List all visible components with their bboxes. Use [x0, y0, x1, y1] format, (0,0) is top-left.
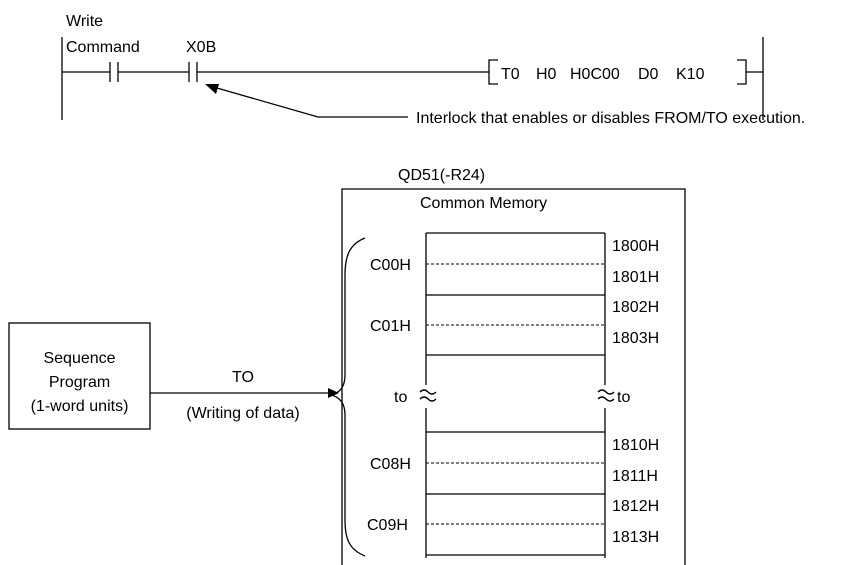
- buffer-address: C08H: [370, 456, 411, 473]
- instruction-operand: H0: [536, 66, 557, 83]
- interlock-annotation: Interlock that enables or disables FROM/…: [205, 84, 805, 127]
- module-address: 1800H: [612, 238, 659, 255]
- break-mark: [597, 396, 615, 402]
- instruction-operand: K10: [676, 66, 705, 83]
- arrowhead: [205, 84, 219, 94]
- writing-of-data-label: (Writing of data): [186, 405, 300, 422]
- instruction-operand: D0: [638, 66, 659, 83]
- ellipsis-right: to: [617, 389, 630, 406]
- qd51-module: QD51(-R24) Common Memory C00H: [330, 167, 686, 565]
- to-instruction: T0 H0 H0C00 D0 K10: [482, 59, 763, 85]
- buffer-address: C00H: [370, 257, 411, 274]
- break-mark: [419, 396, 437, 402]
- ladder-rung: Write Command X0B T0 H0 H0C00 D0 K10: [61, 13, 805, 127]
- module-address: 1811H: [612, 468, 658, 485]
- buffer-address: C09H: [367, 517, 408, 534]
- module-outline: [341, 188, 686, 565]
- module-address: 1813H: [612, 529, 659, 546]
- arrowhead: [328, 388, 339, 398]
- memory-table: [419, 232, 615, 558]
- sequence-program-line1: Sequence: [43, 350, 115, 367]
- to-transfer-arrow: TO (Writing of data): [150, 369, 339, 422]
- module-name: QD51(-R24): [398, 167, 485, 184]
- ellipsis-left: to: [394, 389, 407, 406]
- break-mark: [597, 389, 615, 395]
- common-memory-title: Common Memory: [420, 195, 547, 212]
- break-mark: [419, 389, 437, 395]
- x0b-contact: [188, 62, 198, 82]
- sequence-program-line2: Program: [49, 374, 110, 391]
- module-address: 1802H: [612, 299, 659, 316]
- write-command-label-line2: Command: [66, 39, 140, 56]
- interlock-note: Interlock that enables or disables FROM/…: [416, 110, 805, 127]
- module-address: 1812H: [612, 498, 659, 515]
- module-address: 1810H: [612, 437, 659, 454]
- write-command-contact: [109, 62, 119, 82]
- sequence-program-line3: (1-word units): [31, 398, 129, 415]
- x0b-label: X0B: [186, 39, 216, 56]
- instruction-operand: H0C00: [570, 66, 620, 83]
- to-label: TO: [232, 369, 254, 386]
- buffer-address: C01H: [370, 318, 411, 335]
- module-address: 1803H: [612, 330, 659, 347]
- write-command-label-line1: Write: [66, 13, 103, 30]
- range-brace: [330, 237, 366, 557]
- instruction-operand: T0: [501, 66, 520, 83]
- module-address: 1801H: [612, 269, 659, 286]
- sequence-program-box: Sequence Program (1-word units): [8, 322, 151, 430]
